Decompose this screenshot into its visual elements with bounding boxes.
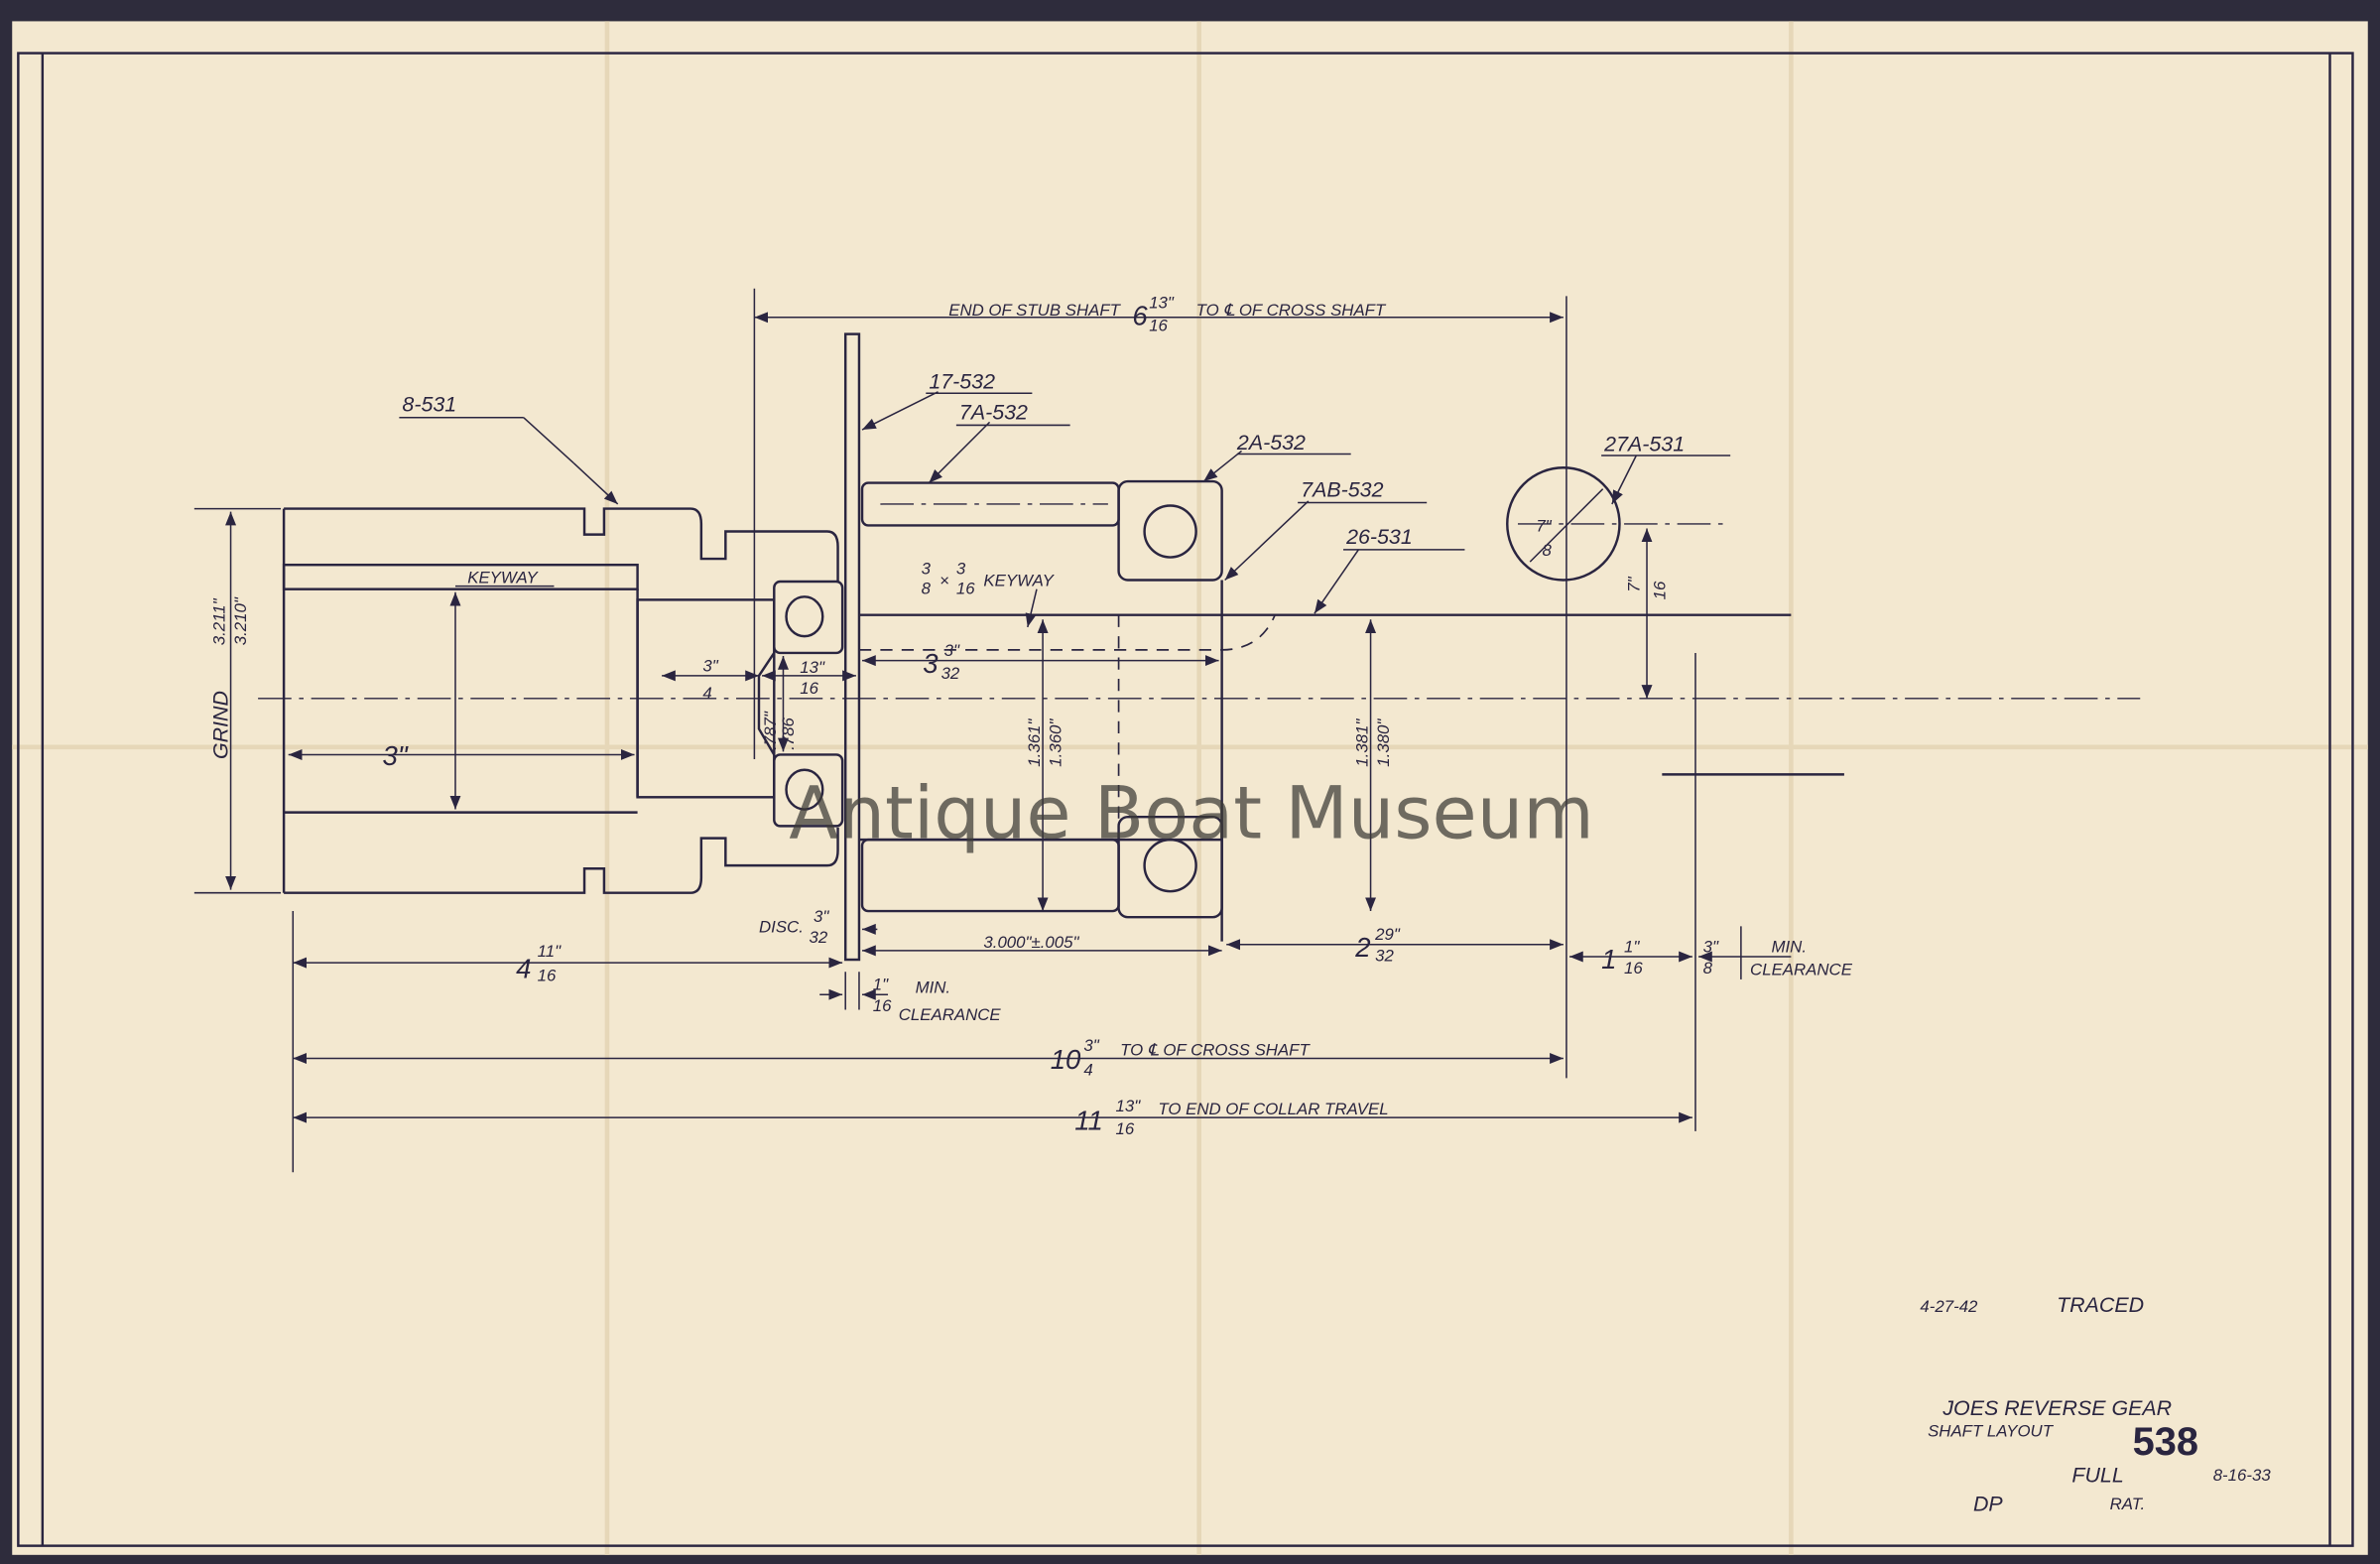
- drawing-date: 8-16-33: [2213, 1466, 2272, 1485]
- grind-label: GRIND: [208, 691, 232, 759]
- min-label: MIN.: [916, 978, 951, 997]
- dim-num: 11": [538, 942, 562, 961]
- dim-whole: 1: [1601, 944, 1616, 975]
- part-label: 8-531: [402, 393, 456, 417]
- sleeve-length: 3.000"±.005": [983, 933, 1079, 952]
- part-label: 2A-532: [1236, 431, 1306, 455]
- title-block: 4-27-42 TRACED JOES REVERSE GEAR SHAFT L…: [1920, 1293, 2271, 1515]
- dim-den: 16: [538, 966, 557, 984]
- dim-den: 32: [941, 664, 960, 683]
- grind-min: 3.210": [231, 596, 250, 645]
- dia-min: 1.380": [1374, 718, 1393, 767]
- dim-den: 8: [1703, 959, 1713, 978]
- dim-den: 16: [1624, 959, 1643, 978]
- dim-den: 8: [1542, 541, 1552, 560]
- times-sign: ×: [939, 572, 949, 590]
- part-label: 27A-531: [1603, 432, 1685, 456]
- dia-max: 1.381": [1353, 718, 1372, 767]
- keyway-num: 3: [922, 559, 932, 578]
- part-label: 7AB-532: [1301, 477, 1383, 501]
- dim-num: 3": [814, 907, 829, 926]
- part-label: 17-532: [929, 370, 995, 394]
- clearance-label: CLEARANCE: [899, 1005, 1002, 1024]
- top-dim-num: 13": [1149, 294, 1175, 313]
- fold-lines: [12, 21, 2368, 1555]
- top-dim-prefix: END OF STUB SHAFT: [948, 301, 1121, 320]
- dim-den: 32: [1375, 947, 1394, 966]
- drawing-subtitle: SHAFT LAYOUT: [1928, 1421, 2055, 1440]
- dim-den: 16: [1116, 1119, 1135, 1138]
- dim-3in: 3": [383, 740, 409, 771]
- dim-whole: 4: [516, 953, 531, 983]
- dim-den: 16: [873, 996, 892, 1015]
- dim-suffix: TO ℄ OF CROSS SHAFT: [1120, 1040, 1311, 1059]
- keyway-size-label: KEYWAY: [983, 572, 1055, 590]
- dim-whole: 11: [1074, 1105, 1103, 1135]
- checked-by: RAT.: [2110, 1495, 2146, 1513]
- traced-date: 4-27-42: [1920, 1297, 1978, 1316]
- disc-label: DISC.: [759, 917, 804, 936]
- dim-whole: 10: [1051, 1044, 1081, 1075]
- keyway-den: 16: [956, 579, 975, 597]
- dia-min: 1.360": [1046, 718, 1065, 767]
- drawn-by: DP: [1973, 1492, 2003, 1515]
- bore-min: .786: [779, 717, 798, 749]
- dim-den: 16: [1650, 581, 1669, 599]
- dim-num: 3": [944, 641, 960, 660]
- dim-den: 4: [1083, 1060, 1092, 1079]
- keyway-den: 8: [922, 579, 932, 597]
- dim-num: 29": [1374, 925, 1401, 944]
- shaft-assembly-drawing: [193, 288, 2141, 1173]
- dia-max: 1.361": [1025, 718, 1044, 767]
- dim-num: 3": [1703, 937, 1719, 956]
- traced-label: TRACED: [2057, 1293, 2144, 1317]
- dim-num: 1": [873, 976, 889, 994]
- dim-whole: 3: [923, 648, 939, 679]
- dim-num: 7": [1624, 576, 1643, 591]
- top-dim-den: 16: [1149, 317, 1168, 335]
- keyway-num: 3: [956, 559, 966, 578]
- drawing-scale: FULL: [2071, 1463, 2123, 1487]
- dim-num: 3": [1083, 1036, 1099, 1055]
- sheet-border: [17, 52, 2354, 1547]
- clearance-label: CLEARANCE: [1750, 960, 1853, 978]
- part-label: 7A-532: [959, 400, 1028, 424]
- dim-num: 13": [800, 658, 825, 677]
- dim-num: 7": [1536, 517, 1552, 536]
- dim-den: 4: [702, 684, 711, 703]
- dim-num: 3": [702, 656, 718, 675]
- dim-den: 16: [800, 679, 818, 698]
- dim-suffix: TO END OF COLLAR TRAVEL: [1158, 1100, 1388, 1118]
- drawing-title: JOES REVERSE GEAR: [1942, 1396, 2172, 1420]
- drawing-number: 538: [2133, 1420, 2198, 1464]
- watermark: Antique Boat Museum: [789, 772, 1594, 856]
- cross-shaft-circle: [1506, 466, 1621, 582]
- min-label: MIN.: [1771, 937, 1807, 956]
- top-dim-whole: 6: [1132, 300, 1148, 330]
- dim-num: 1": [1624, 937, 1640, 956]
- drawing-annotations: END OF STUB SHAFT 6 13" 16 TO ℄ OF CROSS…: [208, 294, 1852, 1138]
- part-label: 26-531: [1345, 525, 1413, 549]
- top-dim-suffix: TO ℄ OF CROSS SHAFT: [1196, 301, 1387, 320]
- bore-max: .787": [761, 711, 780, 750]
- dim-whole: 2: [1354, 932, 1370, 963]
- dim-den: 32: [809, 928, 827, 947]
- grind-max: 3.211": [209, 597, 228, 645]
- keyway-label: KEYWAY: [467, 569, 539, 587]
- dim-num: 13": [1116, 1097, 1142, 1115]
